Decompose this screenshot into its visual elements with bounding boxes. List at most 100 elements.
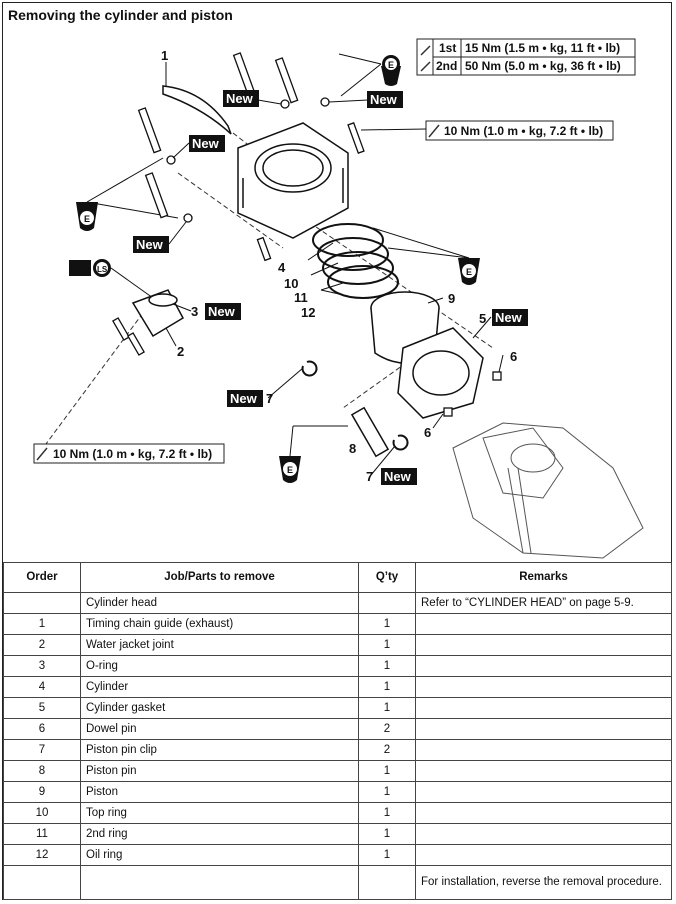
svg-text:New: New [495,310,523,325]
parts-table: Order Job/Parts to remove Q’ty Remarks C… [3,562,672,900]
cell-qty: 1 [358,613,416,635]
cell-remarks [415,676,672,698]
svg-text:New: New [208,304,236,319]
crankcase [452,422,644,559]
cell-qty: 1 [358,634,416,656]
cell-job: Cylinder gasket [80,697,359,719]
cell-job: Water jacket joint [80,634,359,656]
header-qty: Q’ty [358,562,416,593]
torque-spec-box-top: 1st 15 Nm (1.5 m • kg, 11 ft • lb) 2nd 5… [416,38,636,76]
exploded-diagram: 1st 15 Nm (1.5 m • kg, 11 ft • lb) 2nd 5… [33,38,644,559]
torque-step-1: 1st [439,41,456,55]
cylinder-bolts [112,52,365,356]
svg-text:New: New [384,469,412,484]
callout-3: 3 [191,304,198,319]
torque-wrench-icon [420,45,431,72]
cell-remarks [415,655,672,677]
cell-qty: 2 [358,739,416,761]
cell-qty: 1 [358,781,416,803]
cell-qty [358,592,416,614]
page-title: Removing the cylinder and piston [8,7,233,23]
torque-step-2: 2nd [436,59,457,73]
torque-wrench-icon [428,124,440,138]
cell-qty [358,865,416,900]
cell-qty: 1 [358,676,416,698]
dowel-pins [443,371,502,417]
callout-11: 11 [294,290,308,305]
cell-qty: 2 [358,718,416,740]
svg-text:LS: LS [97,265,108,274]
cell-qty: 1 [358,697,416,719]
torque-value-mid: 10 Nm (1.0 m • kg, 7.2 ft • lb) [444,124,603,138]
svg-text:New: New [192,136,220,151]
svg-text:E: E [388,60,394,70]
svg-text:E: E [287,465,293,475]
cell-job: Piston pin clip [80,739,359,761]
cell-job: 2nd ring [80,823,359,845]
cell-job: Cylinder [80,676,359,698]
cell-order: 11 [3,823,81,845]
cell-remarks [415,718,672,740]
svg-text:New: New [370,92,398,107]
cylinder-block [237,122,349,239]
header-job: Job/Parts to remove [80,562,359,593]
callout-1: 1 [161,48,168,63]
torque-wrench-icon [36,447,48,461]
cell-remarks: Refer to “CYLINDER HEAD” on page 5-9. [415,592,672,614]
cell-job: Dowel pin [80,718,359,740]
cell-qty: 1 [358,802,416,824]
torque-spec-box-bottom: 10 Nm (1.0 m • kg, 7.2 ft • lb) [33,443,225,464]
cell-order: 3 [3,655,81,677]
oil-symbol-left: E [76,157,179,231]
cell-qty: 1 [358,655,416,677]
piston-pin-clip-b [392,434,409,451]
cell-remarks [415,823,672,845]
cell-qty: 1 [358,844,416,866]
cell-remarks [415,802,672,824]
new-tags: New New New New New New New New [133,90,528,485]
cell-order: 1 [3,613,81,635]
cell-order: 10 [3,802,81,824]
table-row: Cylinder head Refer to “CYLINDER HEAD” on… [3,592,672,614]
svg-text:E: E [84,214,90,224]
piston-rings [312,223,399,299]
piston-pin [350,406,390,458]
cell-remarks [415,613,672,635]
leader-lines [165,62,504,476]
cell-qty: 1 [358,823,416,845]
cell-remarks [415,844,672,866]
cell-order [3,865,81,900]
header-order: Order [3,562,81,593]
cell-job: Cylinder head [80,592,359,614]
cell-order: 4 [3,676,81,698]
piston-pin-clip-a [301,360,318,377]
cell-order [3,592,81,614]
callout-10: 10 [284,276,298,291]
cell-qty: 1 [358,760,416,782]
cell-remarks [415,697,672,719]
cell-remarks [415,739,672,761]
svg-text:New: New [136,237,164,252]
cell-order: 5 [3,697,81,719]
cell-remarks: For installation, reverse the removal pr… [415,865,672,900]
cell-job: Top ring [80,802,359,824]
oil-symbol-top: E [338,53,401,97]
water-jacket-joint [131,289,184,338]
table-header-row: Order Job/Parts to remove Q’ty Remarks [3,562,672,593]
svg-text:New: New [230,391,258,406]
cell-order: 12 [3,844,81,866]
svg-text:New: New [226,91,254,106]
cell-order: 2 [3,634,81,656]
cylinder-gasket [397,327,484,419]
header-remarks: Remarks [415,562,672,593]
cell-job: O-ring [80,655,359,677]
cell-remarks [415,760,672,782]
